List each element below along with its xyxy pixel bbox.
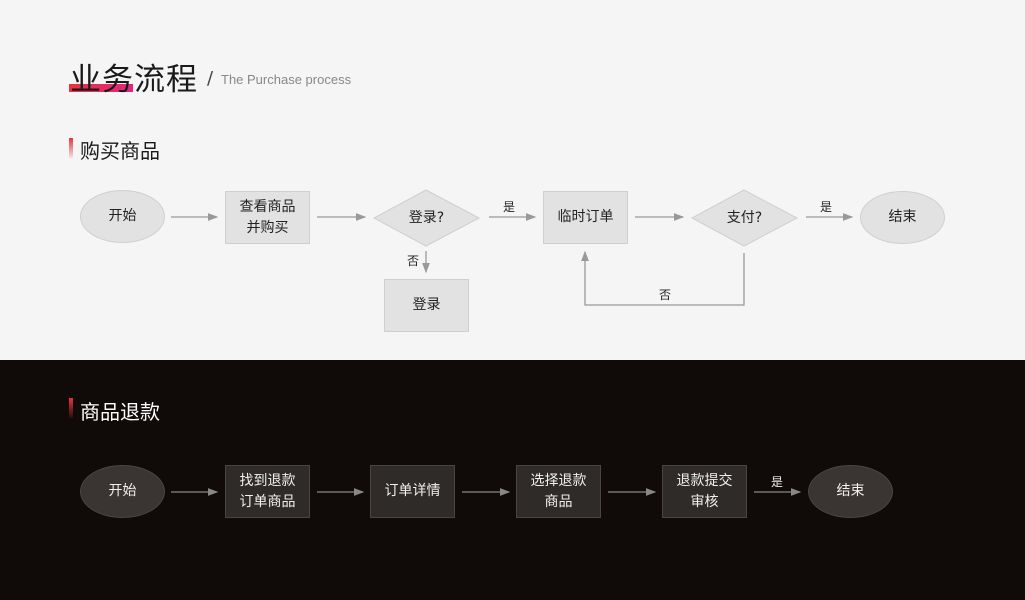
node-login-decision: 登录?: [408, 209, 445, 226]
refund-node-select: 选择退款商品: [516, 465, 601, 518]
label-yes: 是: [820, 200, 833, 214]
title-separator: /: [207, 68, 214, 89]
label-no: 否: [407, 254, 420, 268]
section-marker: [69, 398, 73, 418]
node-end: 结束: [860, 191, 945, 244]
label-yes: 是: [503, 200, 516, 214]
purchase-section: [0, 0, 1025, 360]
label-no: 否: [659, 288, 672, 302]
node-temp-order: 临时订单: [543, 191, 628, 244]
refund-node-submit: 退款提交审核: [662, 465, 747, 518]
page-title: 业务流程: [70, 62, 198, 98]
loop-arrow: [581, 250, 745, 306]
section-title-refund: 商品退款: [80, 400, 160, 424]
node-view-product: 查看商品并购买: [225, 191, 310, 244]
decision-pay-shape: [690, 189, 799, 247]
node-pay-decision: 支付?: [726, 209, 763, 226]
node-login: 登录: [384, 279, 469, 332]
node-start: 开始: [80, 190, 165, 243]
refund-node-find: 找到退款订单商品: [225, 465, 310, 518]
label-yes: 是: [771, 475, 784, 489]
decision-login-shape: [372, 189, 481, 247]
title-underline: [69, 84, 133, 92]
refund-node-start: 开始: [80, 465, 165, 518]
refund-node-detail: 订单详情: [370, 465, 455, 518]
section-title-purchase: 购买商品: [80, 139, 160, 163]
page-subtitle: The Purchase process: [221, 72, 352, 87]
section-marker: [69, 138, 73, 158]
refund-node-end: 结束: [808, 465, 893, 518]
